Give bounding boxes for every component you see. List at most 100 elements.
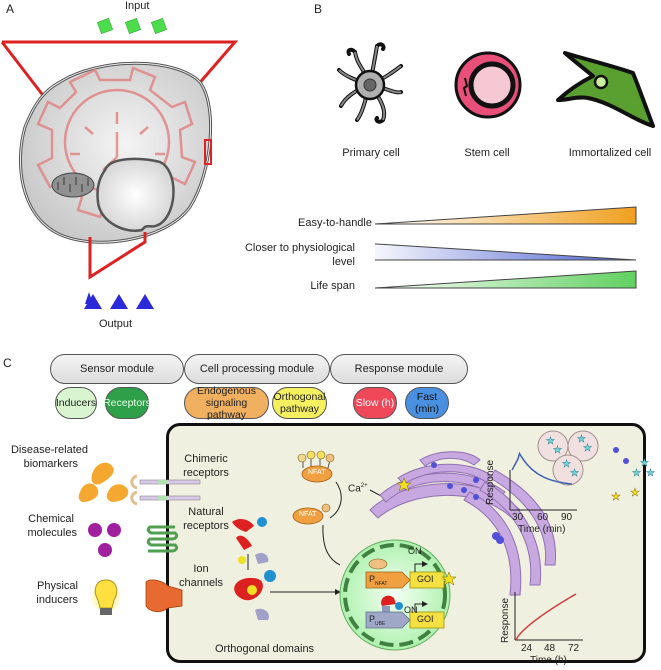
fast-chart-xlabel: Time (min) xyxy=(518,524,566,535)
calcium-label: Ca2+ xyxy=(348,483,368,494)
gradient-label-easy: Easy-to-handle xyxy=(298,217,372,229)
input-label-chemical-1: Chemical xyxy=(28,513,74,525)
gradient-label-physiological-2: level xyxy=(332,256,355,268)
panel-a-letter: A xyxy=(6,2,15,16)
slow-chart-ylabel: Response xyxy=(500,597,511,643)
gradient-label-physiological-1: Closer to physiological xyxy=(244,242,355,254)
cell-type-label: Primary cell xyxy=(342,147,400,159)
nfat-text: NFAT xyxy=(308,469,326,476)
nucleus xyxy=(96,157,175,232)
input-label-physical-1: Physical xyxy=(37,580,78,592)
fast-chart-curve xyxy=(511,451,573,485)
biomarker-blob xyxy=(106,484,129,502)
slow-response-pill: Slow (h) xyxy=(353,387,397,419)
gradient-wedges xyxy=(375,206,637,289)
natural-receptor-icon xyxy=(146,525,179,553)
input-label: Input xyxy=(125,0,150,12)
ube-promoter-label: PUBE xyxy=(369,614,385,627)
output-triangle xyxy=(110,294,128,309)
biomarker-blob xyxy=(78,483,99,502)
inducers-pill: Inducers xyxy=(55,387,97,419)
receptor-label: channels xyxy=(178,577,224,589)
slow-chart-xlabel: Time (h) xyxy=(530,655,567,666)
fast-chart-tick: 30 xyxy=(512,512,524,523)
svg-text:★: ★ xyxy=(546,436,555,447)
endogenous-line2: signaling pathway xyxy=(205,397,248,421)
goi-label-1: GOI xyxy=(417,574,434,584)
ion-channel-icon xyxy=(145,579,183,612)
panel-c-letter: C xyxy=(3,356,12,370)
cyan-stars: ★★ ★★ ★★ ★★★ xyxy=(546,434,656,480)
calcium-charge: 2+ xyxy=(360,483,368,489)
input-square xyxy=(150,17,168,35)
slow-chart-tick: 48 xyxy=(544,643,556,654)
input-square xyxy=(124,17,142,35)
slow-response-chart xyxy=(514,592,583,641)
receptors-pill: Receptors xyxy=(103,387,151,419)
nucleus-c xyxy=(339,539,451,651)
svg-text:★: ★ xyxy=(646,468,655,479)
easy-to-handle-wedge xyxy=(375,206,637,225)
sensor-module-pill: Sensor module xyxy=(50,354,184,384)
chemical-molecule xyxy=(98,543,112,557)
life-span-wedge xyxy=(375,270,637,289)
cell-processing-module-pill: Cell processing module xyxy=(184,354,330,384)
receptor-label: receptors xyxy=(183,467,229,479)
endogenous-line1: Endogenous xyxy=(197,385,256,397)
fast-response-chart xyxy=(509,451,577,511)
chemical-molecule xyxy=(88,523,102,537)
svg-text:★: ★ xyxy=(553,445,562,456)
nfat-dephosphorylated xyxy=(292,503,331,525)
chemical-molecule xyxy=(107,523,121,537)
input-label-biomarkers-1: Disease-related xyxy=(10,444,88,456)
slow-chart-tick: 24 xyxy=(521,643,533,654)
nfat-phosphorylated xyxy=(297,450,335,483)
panel-b-letter: B xyxy=(314,2,323,16)
orthogonal-domains-label: Orthogonal domains xyxy=(215,643,315,655)
mitochondrion-icon xyxy=(51,172,95,198)
promoter-main: P xyxy=(369,574,376,584)
cell-type-label: Immortalized cell xyxy=(568,147,652,159)
orthogonal-receptor-proteins xyxy=(232,517,276,620)
receptor-label: Ion xyxy=(193,563,209,575)
input-label-physical-2: inducers xyxy=(36,594,78,606)
nfat-promoter-construct xyxy=(365,558,457,589)
promoter-main: P xyxy=(369,614,376,624)
physiological-wedge xyxy=(375,243,637,261)
fast-chart-tick: 90 xyxy=(561,512,573,523)
stem-cell-icon xyxy=(454,51,522,119)
fast-chart-tick: 60 xyxy=(537,512,549,523)
promoter-sub: NFAT xyxy=(375,580,388,587)
svg-text:★: ★ xyxy=(640,458,649,469)
on-label-1: ON xyxy=(408,546,422,556)
calcium-text: Ca xyxy=(348,483,361,495)
orthogonal-line1: Orthogonal xyxy=(273,391,326,403)
immortalized-cell-icon xyxy=(556,51,655,128)
vesicle-dots xyxy=(431,462,504,544)
svg-text:★: ★ xyxy=(583,443,592,454)
input-square xyxy=(96,17,114,35)
receptor-label: Natural xyxy=(188,506,224,518)
chimeric-receptor-icon xyxy=(130,474,201,506)
input-label-chemical-2: molecules xyxy=(27,527,77,539)
nfat-text: NFAT xyxy=(299,511,317,518)
svg-text:★: ★ xyxy=(632,468,641,479)
ube-promoter-construct xyxy=(365,595,445,629)
output-molecules xyxy=(84,292,154,309)
panel-c-artwork: ★★ ★★ ★★ ★★★ ★ ★ xyxy=(78,430,656,651)
nfat-promoter-label: PNFAT xyxy=(369,574,387,587)
svg-text:★: ★ xyxy=(570,468,579,479)
svg-text:★: ★ xyxy=(577,434,586,445)
secretory-vesicles xyxy=(537,430,599,486)
secreted-star: ★ xyxy=(611,491,621,503)
output-triangle xyxy=(84,294,102,309)
input-molecules xyxy=(96,17,168,35)
input-funnel-frame xyxy=(2,40,239,95)
on-label-2: ON xyxy=(404,605,418,615)
biomarker-icons xyxy=(78,462,129,502)
receptor-label: Chimeric xyxy=(184,453,228,465)
endogenous-pathway-pill: Endogenous signaling pathway xyxy=(184,385,269,421)
orthogonal-pathway-pill: Orthogonal pathway xyxy=(272,387,327,419)
response-module-pill: Response module xyxy=(330,354,468,384)
biomarker-blob xyxy=(91,462,114,485)
